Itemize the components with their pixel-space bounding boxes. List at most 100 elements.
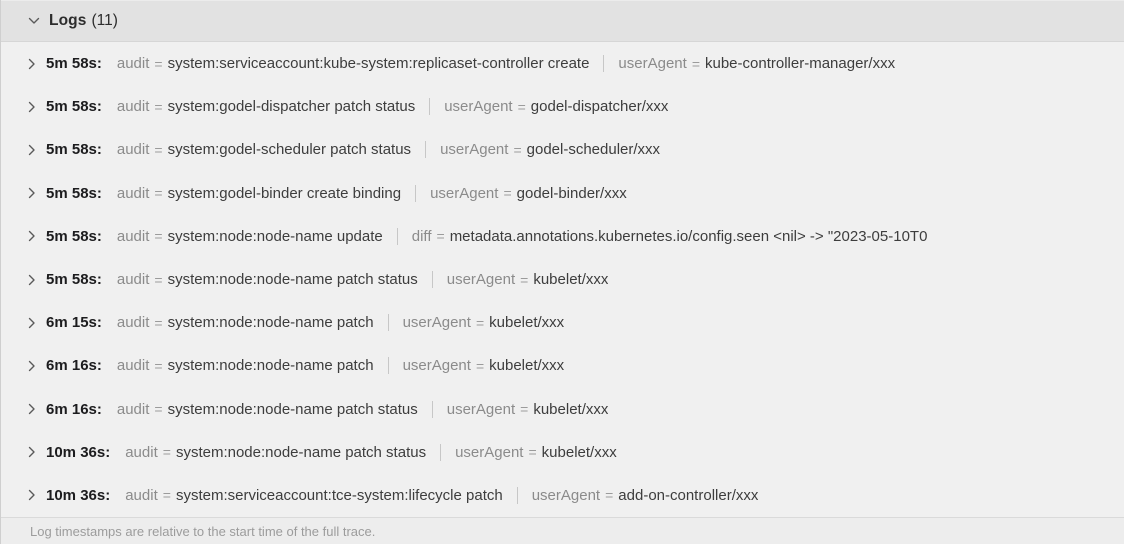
log-timestamp: 5m 58s: [46, 227, 102, 245]
equals-sign: = [436, 228, 445, 245]
log-value: system:godel-binder create binding [167, 184, 402, 202]
log-timestamp: 5m 58s: [46, 271, 102, 289]
log-timestamp: 10m 36s: [46, 486, 111, 504]
equals-sign: = [154, 55, 163, 72]
log-row[interactable]: 6m 16s: audit=system:node:node-name patc… [1, 344, 1124, 387]
logs-title: Logs [49, 12, 87, 29]
log-value: godel-scheduler/xxx [526, 141, 661, 159]
log-value: system:node:node-name patch [167, 314, 374, 332]
log-key: audit [116, 227, 150, 245]
pipe-divider [415, 184, 417, 202]
equals-sign: = [154, 357, 163, 374]
log-key: userAgent [444, 98, 513, 116]
log-key: audit [125, 443, 158, 461]
equals-sign: = [154, 185, 163, 202]
chevron-down-icon[interactable] [28, 17, 40, 25]
log-timestamp: 10m 36s: [46, 443, 111, 461]
equals-sign: = [513, 141, 522, 158]
equals-sign: = [154, 141, 163, 158]
log-pairs: audit=system:node:node-name patch status… [125, 443, 617, 461]
chevron-right-icon[interactable] [28, 144, 36, 156]
equals-sign: = [154, 98, 163, 115]
pipe-divider [396, 227, 398, 245]
equals-sign: = [154, 271, 163, 288]
log-row[interactable]: 5m 58s: audit=system:godel-dispatcher pa… [1, 85, 1124, 128]
chevron-right-icon[interactable] [28, 230, 36, 242]
log-value: godel-binder/xxx [516, 184, 627, 202]
log-timestamp: 6m 16s: [46, 400, 102, 418]
chevron-right-icon[interactable] [28, 187, 36, 199]
log-key: userAgent [618, 55, 687, 73]
log-value: kube-controller-manager/xxx [705, 55, 896, 73]
chevron-right-icon[interactable] [28, 360, 36, 372]
pipe-divider [387, 357, 389, 375]
chevron-right-icon[interactable] [28, 58, 36, 70]
chevron-right-icon[interactable] [28, 489, 36, 501]
log-row[interactable]: 6m 16s: audit=system:node:node-name patc… [1, 388, 1124, 431]
equals-sign: = [528, 444, 537, 461]
log-pairs: audit=system:serviceaccount:tce-system:l… [125, 486, 759, 504]
log-value: system:serviceaccount:tce-system:lifecyc… [175, 486, 503, 504]
chevron-right-icon[interactable] [28, 317, 36, 329]
pipe-divider [429, 98, 431, 116]
log-key: userAgent [440, 141, 509, 159]
pipe-divider [440, 443, 442, 461]
pipe-divider [431, 400, 433, 418]
footer-note: Log timestamps are relative to the start… [30, 523, 376, 539]
log-timestamp: 5m 58s: [46, 184, 102, 202]
log-row[interactable]: 5m 58s: audit=system:godel-binder create… [1, 172, 1124, 215]
log-row[interactable]: 5m 58s: audit=system:godel-scheduler pat… [1, 128, 1124, 171]
log-value: kubelet/xxx [533, 271, 609, 289]
log-key: userAgent [446, 271, 516, 289]
chevron-right-icon[interactable] [28, 101, 36, 113]
log-timestamp: 5m 58s: [46, 98, 102, 116]
log-key: audit [116, 357, 150, 375]
equals-sign: = [154, 401, 163, 418]
pipe-divider [516, 486, 518, 504]
pipe-divider [603, 55, 605, 73]
log-key: userAgent [455, 443, 524, 461]
equals-sign: = [162, 487, 171, 504]
log-pairs: audit=system:node:node-name patch status… [116, 271, 609, 289]
log-value: add-on-controller/xxx [618, 486, 759, 504]
log-value: metadata.annotations.kubernetes.io/confi… [449, 227, 928, 245]
log-key: audit [116, 271, 150, 289]
log-value: kubelet/xxx [489, 357, 565, 375]
chevron-right-icon[interactable] [28, 403, 36, 415]
log-pairs: audit=system:node:node-name patch status… [116, 400, 608, 418]
log-value: system:node:node-name update [167, 227, 383, 245]
equals-sign: = [520, 271, 529, 288]
log-value: system:node:node-name patch status [167, 400, 418, 418]
chevron-right-icon[interactable] [28, 446, 36, 458]
chevron-right-icon[interactable] [28, 274, 36, 286]
equals-sign: = [475, 314, 485, 331]
log-value: system:godel-dispatcher patch status [167, 98, 416, 116]
equals-sign: = [517, 98, 526, 115]
log-timestamp: 5m 58s: [46, 55, 102, 73]
equals-sign: = [162, 444, 171, 461]
pipe-divider [431, 271, 433, 289]
log-row[interactable]: 5m 58s: audit = system:node:node-name upda… [1, 215, 1124, 258]
log-row[interactable]: 10m 36s: audit=system:serviceaccount:tce… [1, 474, 1124, 517]
log-value: system:node:node-name patch status [175, 443, 427, 461]
log-key: userAgent [531, 486, 601, 504]
logs-footer: Log timestamps are relative to the start… [1, 517, 1124, 544]
log-key: userAgent [402, 314, 471, 332]
log-row[interactable]: 10m 36s: audit=system:node:node-name pat… [1, 431, 1124, 474]
logs-section-header[interactable]: Logs (11) [1, 0, 1124, 42]
log-key: audit [116, 98, 150, 116]
log-pairs: audit=system:godel-scheduler patch statu… [116, 141, 661, 159]
log-row[interactable]: 5m 58s: audit=system:serviceaccount:kube… [1, 42, 1124, 85]
log-key: audit [116, 141, 150, 159]
equals-sign: = [520, 401, 529, 418]
log-value: system:serviceaccount:kube-system:replic… [167, 55, 590, 73]
log-key: audit [116, 400, 150, 418]
log-key: userAgent [402, 357, 471, 375]
log-row[interactable]: 6m 15s: audit=system:node:node-name patc… [1, 301, 1124, 344]
log-key: audit [125, 486, 158, 504]
log-row[interactable]: 5m 58s: audit=system:node:node-name patc… [1, 258, 1124, 301]
